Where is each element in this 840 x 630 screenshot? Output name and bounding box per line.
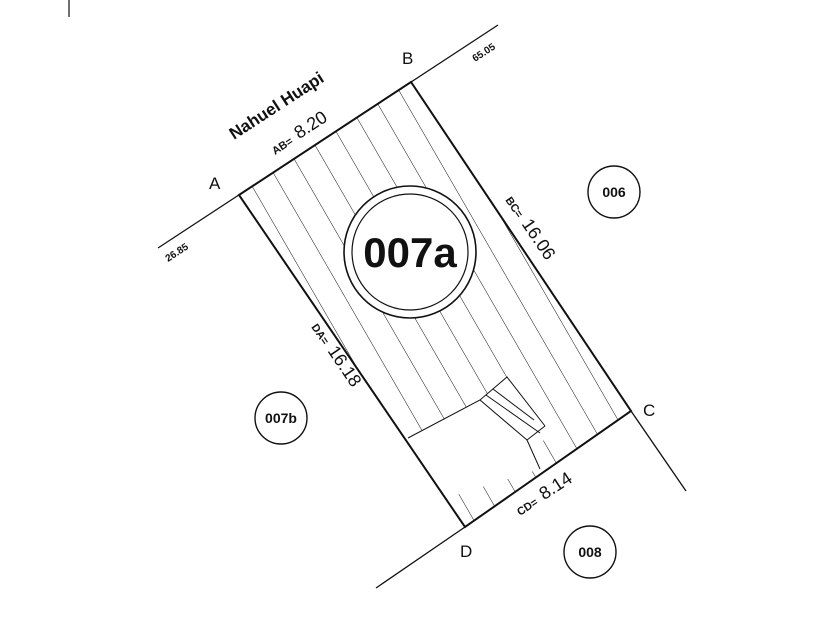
lot-boundary (237, 80, 633, 529)
frontage-right-mark: 65.05 (471, 41, 498, 64)
dimension-ab-value: 8.20 (290, 107, 330, 143)
vertex-c-label: C (643, 401, 655, 420)
frontage-left-mark: 26.85 (164, 241, 191, 264)
main-lot-label: 007a (363, 229, 457, 276)
dimension-ab-prefix: AB= (270, 135, 295, 157)
lot-008-label: 008 (578, 544, 602, 560)
dimension-bc-prefix: BC= (503, 195, 525, 220)
east-boundary-extension (630, 410, 687, 492)
lot-007b-circle (254, 391, 308, 445)
lot-006-circle (587, 165, 641, 219)
main-lot-circle-inner (351, 193, 469, 311)
vertex-d-label: D (460, 542, 472, 561)
lot-007b-label: 007b (265, 410, 297, 426)
south-boundary-extension (375, 526, 466, 589)
lot-006-label: 006 (602, 184, 626, 200)
dimension-cd-prefix: CD= (515, 496, 540, 518)
lot-008-circle (563, 525, 617, 579)
courtyard-edges (407, 376, 546, 470)
courtyard-area (408, 377, 545, 496)
vertex-b-label: B (402, 49, 413, 68)
vertex-a-label: A (209, 174, 221, 193)
